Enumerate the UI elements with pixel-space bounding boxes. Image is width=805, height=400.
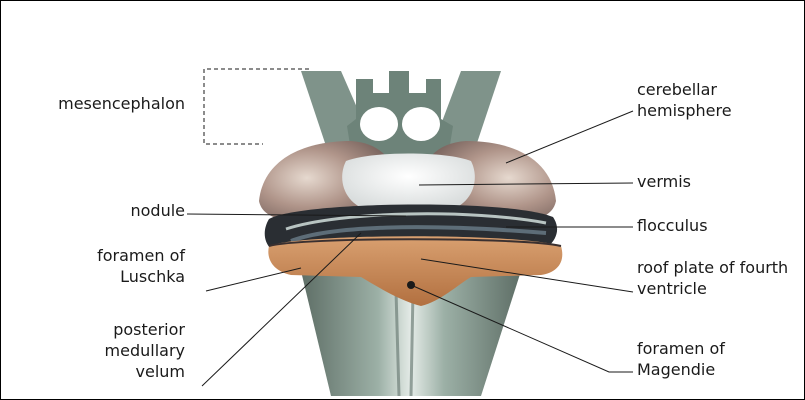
label-vermis: vermis	[637, 171, 802, 192]
label-roof-plate-fourth-ventricle: roof plate of fourth ventricle	[637, 257, 802, 299]
leader-cerebellar-hemisphere	[506, 111, 633, 163]
label-cerebellar-hemisphere: cerebellar hemisphere	[637, 79, 802, 121]
label-flocculus: flocculus	[637, 215, 802, 236]
label-posterior-medullary-velum: posterior medullary velum	[21, 319, 185, 382]
vermis-shape	[342, 154, 475, 212]
label-mesencephalon: mesencephalon	[21, 93, 185, 114]
left-colliculus-hole	[360, 107, 398, 141]
label-nodule: nodule	[21, 200, 185, 221]
mesencephalon-bracket	[204, 69, 309, 144]
label-foramen-of-magendie: foramen of Magendie	[637, 338, 802, 380]
right-colliculus-hole	[402, 107, 440, 141]
label-foramen-of-luschka: foramen of Luschka	[21, 245, 185, 287]
leader-foramen-luschka	[206, 268, 301, 291]
